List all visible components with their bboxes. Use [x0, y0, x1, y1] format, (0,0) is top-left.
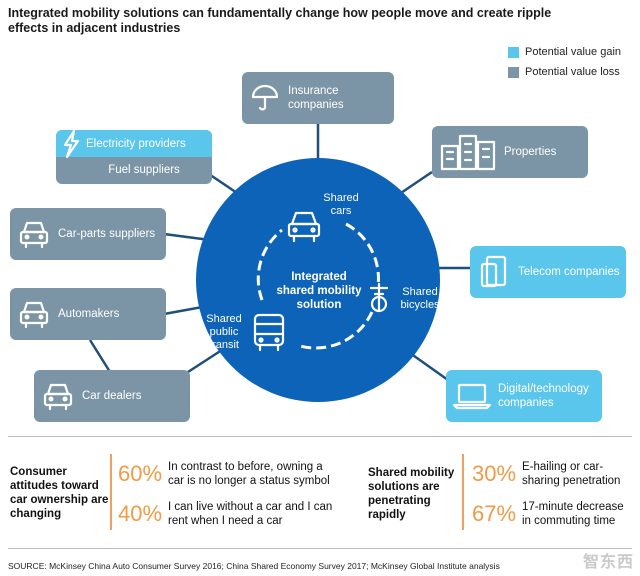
umbrella-icon — [242, 83, 288, 113]
shared-bus-icon — [250, 312, 288, 359]
page-title: Integrated mobility solutions can fundam… — [8, 6, 552, 35]
cycle-arrow-2 — [299, 311, 374, 350]
legend-loss-swatch — [508, 66, 519, 78]
watermark: 智东西 — [582, 554, 634, 571]
shared-car-icon — [284, 208, 324, 249]
shared-stat-2-text: 17-minute decrease in commuting time — [522, 501, 624, 527]
shared-public-transit-label: Shared public transit — [206, 313, 242, 351]
shared-accent-bar — [462, 454, 464, 530]
center-label: Integrated shared mobility solution — [276, 271, 362, 311]
insurance-box[interactable]: Insurance companies — [242, 72, 394, 124]
consumer-stat-1-percent: 60% — [118, 461, 163, 486]
legend-gain-swatch — [508, 46, 519, 58]
connector-automakers-dealers — [88, 339, 112, 373]
legend-loss: Potential value loss — [508, 62, 621, 82]
consumer-stat-1-text: In contrast to before, owning a car is n… — [168, 461, 330, 487]
divider-bottom — [8, 548, 632, 549]
shared-cars-label: Shared cars — [323, 192, 359, 217]
automakers-box[interactable]: Automakers — [10, 288, 166, 340]
shared-stat-2-percent: 67% — [472, 501, 517, 526]
legend: Potential value gain Potential value los… — [508, 42, 621, 82]
electricity-box[interactable]: Electricity providers — [56, 129, 212, 159]
laptop-icon — [446, 381, 498, 411]
cycle-arrow-3 — [256, 228, 283, 301]
electricity-label: Electricity providers — [86, 137, 186, 150]
digital-label: Digital/technology companies — [498, 383, 589, 409]
fuel-label: Fuel suppliers — [108, 164, 180, 176]
divider-top — [8, 436, 632, 437]
central-circle — [196, 158, 440, 402]
insurance-label: Insurance companies — [288, 85, 344, 111]
legend-gain-label: Potential value gain — [525, 46, 622, 58]
shared-stat-1-percent: 30% — [472, 461, 517, 486]
automakers-label: Automakers — [58, 308, 120, 320]
car-dealers-label: Car dealers — [82, 390, 142, 402]
properties-label: Properties — [504, 146, 557, 158]
shared-heading: Shared mobility solutions are penetratin… — [368, 467, 455, 521]
digital-box[interactable]: Digital/technology companies — [446, 370, 602, 422]
phone-icon — [470, 254, 518, 290]
legend-gain: Potential value gain — [508, 42, 621, 62]
consumer-stat-2-percent: 40% — [118, 501, 163, 526]
consumer-accent-bar — [110, 454, 112, 530]
source-note: SOURCE: McKinsey China Auto Consumer Sur… — [8, 561, 500, 571]
shared-bicycles-label: Shared bicycles — [400, 286, 440, 311]
buildings-icon — [432, 132, 504, 172]
legend-loss-label: Potential value loss — [525, 66, 620, 78]
car-icon — [10, 217, 58, 251]
shared-stat-1-text: E-hailing or car-sharing penetration — [522, 461, 621, 487]
cycle-arrow-1 — [345, 222, 380, 287]
telecom-label: Telecom companies — [518, 266, 620, 278]
car-icon — [10, 297, 58, 331]
car-parts-box[interactable]: Car-parts suppliers — [10, 208, 166, 260]
shared-bicycle-icon — [366, 280, 392, 319]
car-icon — [34, 379, 82, 413]
consumer-heading: Consumer attitudes toward car ownership … — [10, 466, 109, 520]
diagram-graphic — [88, 118, 470, 402]
consumer-stat-2-text: I can live without a car and I can rent … — [168, 501, 333, 527]
telecom-box[interactable]: Telecom companies — [470, 246, 626, 298]
car-dealers-box[interactable]: Car dealers — [34, 370, 190, 422]
lightning-icon — [56, 129, 86, 159]
car-parts-label: Car-parts suppliers — [58, 228, 156, 240]
properties-box[interactable]: Properties — [432, 126, 588, 178]
connector-car-parts — [163, 232, 211, 242]
